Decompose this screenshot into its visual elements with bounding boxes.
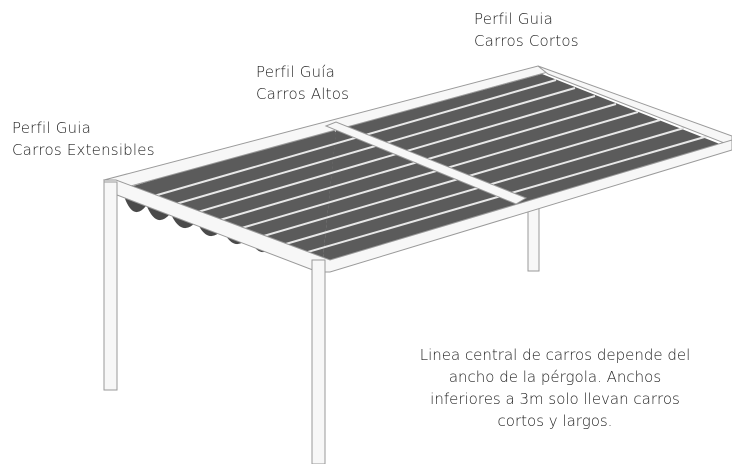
back-right-leg [527,206,540,272]
note-line1: Linea central de carros depende del [419,346,691,364]
front-center-leg [311,259,326,464]
label-altos-line2: Carros Altos [256,85,350,103]
central-line-note: Linea central de carros depende del anch… [392,344,718,432]
fabric-roof [120,74,730,268]
fabric-slats [139,79,709,257]
note-line4: cortos y largos. [497,412,613,430]
label-carros-extensibles: Perfil Guia Carros Extensibles [12,117,155,161]
label-cortos-line1: Perfil Guia [474,10,553,28]
label-altos-line1: Perfil Guía [256,63,335,81]
label-cortos-line2: Carros Cortos [474,32,579,50]
label-extensibles-line1: Perfil Guia [12,119,91,137]
frame-front-beam [103,139,732,273]
label-carros-cortos: Perfil Guia Carros Cortos [474,8,579,52]
frame-center-beam [324,121,528,205]
note-line2: ancho de la pérgola. Anchos [448,368,662,386]
note-line3: inferiores a 3m solo llevan carros [430,390,680,408]
frame-right-beam [537,65,732,147]
label-carros-altos: Perfil Guía Carros Altos [256,61,349,105]
label-extensibles-line2: Carros Extensibles [12,141,155,159]
front-left-leg [103,181,118,391]
